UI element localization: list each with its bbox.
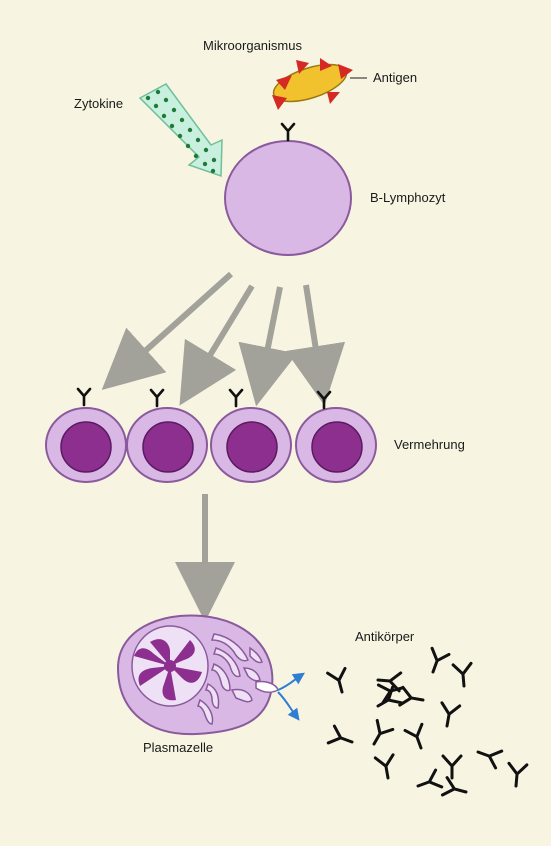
daughter-cell-3: [211, 390, 291, 482]
b-lymphocyte-cell: [225, 141, 351, 255]
secretion-arrows: [278, 676, 300, 716]
cytokine-label: Zytokine: [74, 96, 123, 111]
plasma-cell: [118, 615, 278, 734]
daughter-cell-4: [296, 392, 376, 482]
b-cell-receptor: [282, 124, 294, 140]
antibodies-group: [328, 648, 527, 800]
microorganism-label: Mikroorganismus: [203, 38, 302, 53]
daughter-cell-2: [127, 390, 207, 482]
proliferation-label: Vermehrung: [394, 437, 465, 452]
cytokine-arrow: [140, 84, 222, 176]
proliferation-arrows: [124, 274, 320, 380]
antigen-label: Antigen: [373, 70, 417, 85]
antibodies-label: Antikörper: [355, 629, 414, 644]
b-lymphocyte-label: B-Lymphozyt: [370, 190, 445, 205]
daughter-cell-1: [46, 389, 126, 482]
plasma-cell-label: Plasmazelle: [143, 740, 213, 755]
